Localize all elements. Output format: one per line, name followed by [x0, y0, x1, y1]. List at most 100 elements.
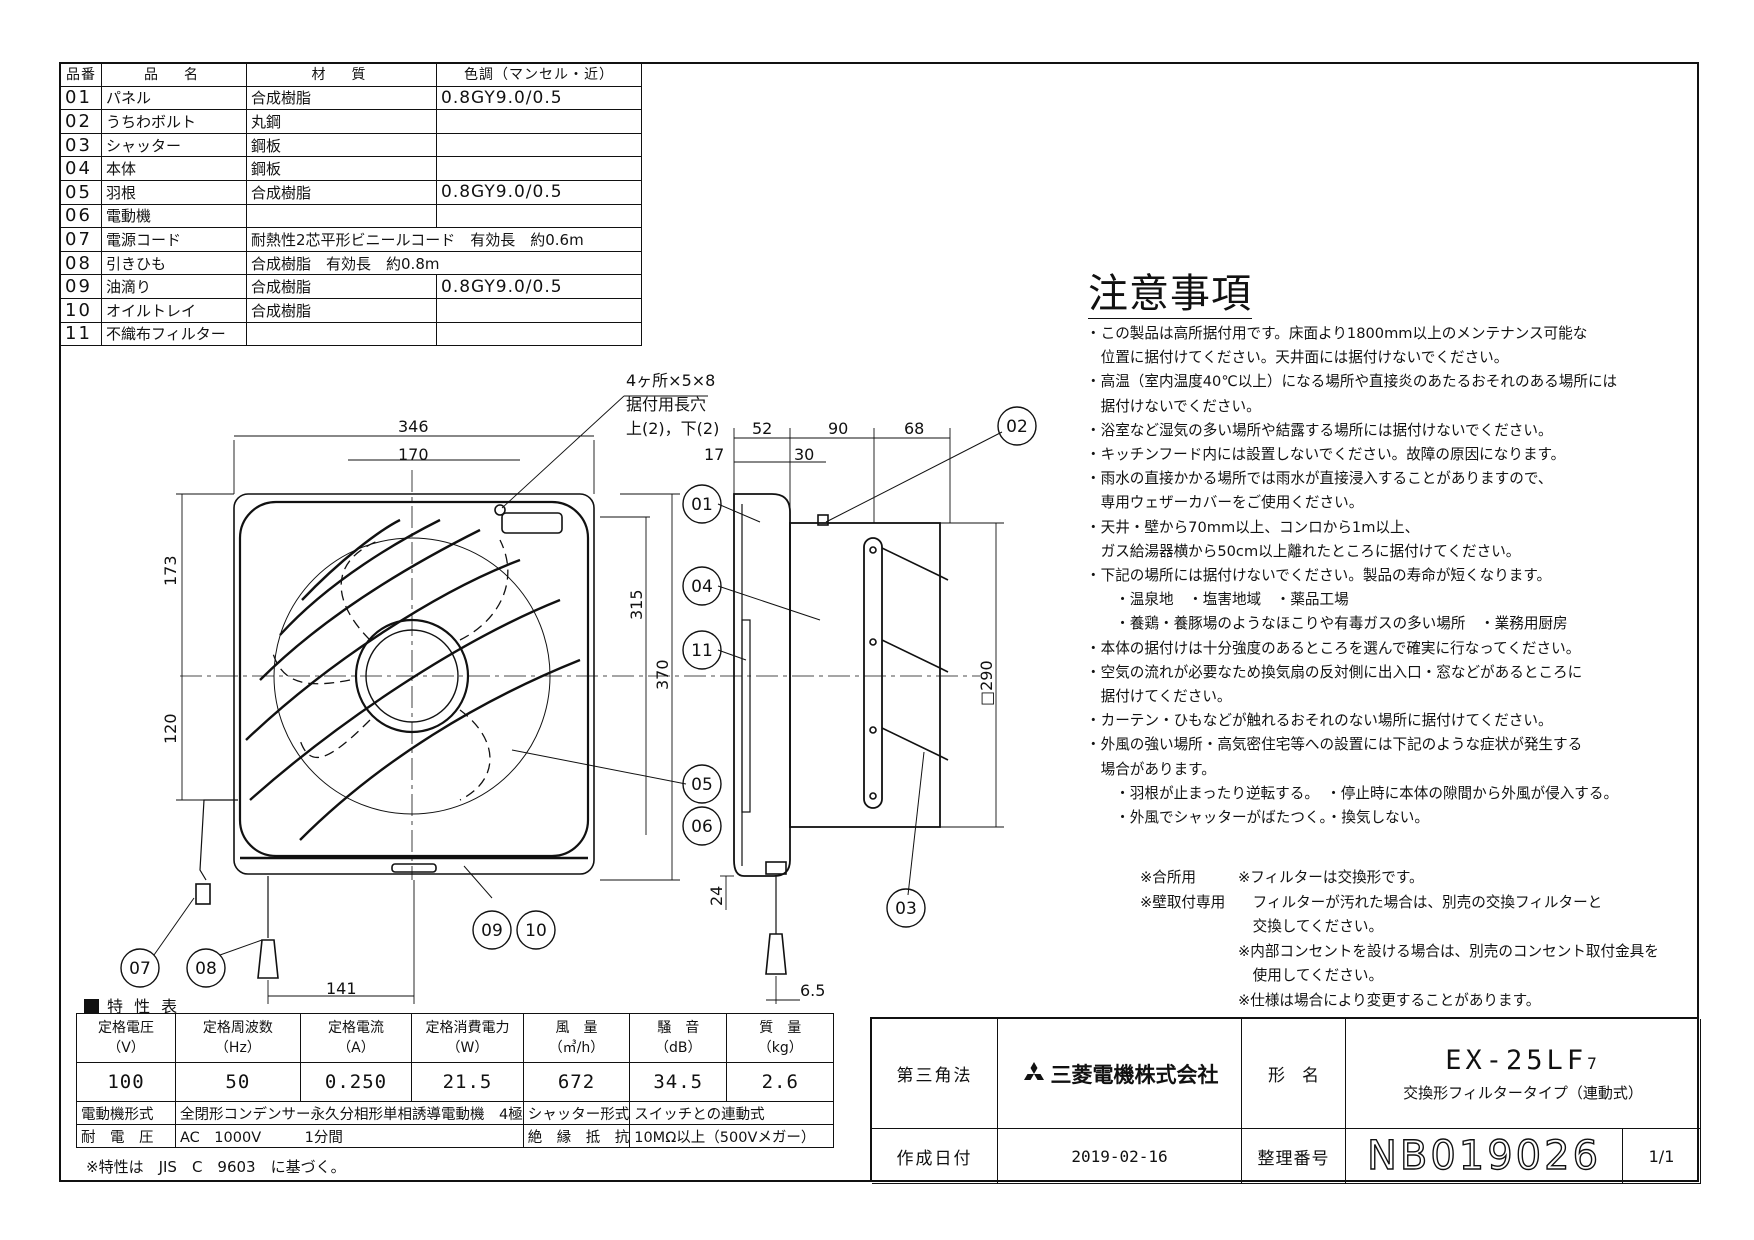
- caution-line: ・天井・壁から70mm以上、コンロから1m以上、: [1086, 518, 1420, 536]
- part-material: 鋼板: [246, 156, 437, 181]
- spec-header-label: 定格周波数: [202, 1020, 273, 1036]
- caution-line: 専用ウェザーカバーをご使用ください。: [1086, 494, 1364, 512]
- parts-header-row: 品番 品 名 材 質 色調（マンセル・近）: [60, 62, 642, 87]
- callout-11: 11: [691, 641, 713, 661]
- spec-header: 風 量 （㎥/h）: [522, 1013, 631, 1063]
- spec-header-unit: （dB）: [654, 1040, 702, 1056]
- part-color: 0.8GY9.0/0.5: [436, 85, 642, 111]
- spec-value: 0.250: [299, 1062, 413, 1102]
- dim-315: 315: [627, 589, 646, 620]
- part-name: パネル: [101, 85, 247, 111]
- parts-header-name: 品 名: [101, 62, 247, 87]
- dim-141: 141: [326, 979, 357, 998]
- model-cell: EX-25LF7 交換形フィルタータイプ（連動式）: [1346, 1019, 1701, 1129]
- spec-header-label: 風 量: [555, 1020, 598, 1036]
- note-text: フィルターが汚れた場合は、別売の交換フィルターと: [1238, 893, 1603, 911]
- note-label: [1140, 989, 1238, 1014]
- callout-05: 05: [691, 775, 713, 795]
- model-label: 形 名: [1242, 1019, 1346, 1129]
- caution-line: ・温泉地 ・塩害地域 ・薬品工場: [1086, 591, 1349, 609]
- hole-note-2: 据付用長穴: [626, 395, 706, 414]
- spec-header-unit: （kg）: [757, 1040, 803, 1056]
- note-row: ※仕様は場合により変更することがあります。: [1140, 989, 1659, 1014]
- part-number: 02: [60, 109, 102, 134]
- part-name: 引きひも: [101, 250, 247, 276]
- spec-footnote: ※特性は JIS C 9603 に基づく。: [86, 1158, 346, 1176]
- spec-header-unit: （㎥/h）: [548, 1040, 605, 1056]
- part-material: 丸鋼: [246, 109, 437, 134]
- company-name: 三菱電機株式会社: [998, 1019, 1242, 1129]
- spec-header-label: 騒 音: [657, 1020, 700, 1036]
- part-material: 耐熱性2芯平形ビニールコード 有効長 約0.6m: [246, 227, 642, 252]
- part-material: 合成樹脂: [246, 274, 437, 299]
- date-value: 2019-02-16: [998, 1129, 1242, 1184]
- date-label: 作成日付: [872, 1129, 998, 1184]
- part-material: 合成樹脂 有効長 約0.8m: [246, 250, 642, 276]
- drawing-frame: [59, 62, 1699, 1182]
- caution-line: ・羽根が止まったり逆転する。 ・停止時に本体の隙間から外風が侵入する。: [1086, 784, 1619, 802]
- dim-half: 170: [398, 445, 429, 464]
- spec-header: 定格電流（A）: [299, 1013, 413, 1063]
- spec-header: 騒 音 （dB）: [629, 1013, 728, 1063]
- callout-03: 03: [895, 899, 917, 919]
- spec-header-unit: （V）: [107, 1040, 145, 1056]
- part-color: [436, 321, 642, 347]
- mitsubishi-logo-icon: [1021, 1061, 1047, 1086]
- fan-blades: [271, 539, 509, 801]
- spec-header-unit: （W）: [446, 1040, 489, 1056]
- number-label: 整理番号: [1242, 1129, 1346, 1184]
- part-color: 0.8GY9.0/0.5: [436, 274, 642, 299]
- sheet-number: 1/1: [1623, 1129, 1701, 1184]
- spec-title: 特 性 表: [84, 993, 180, 1017]
- note-row: ※合所用 ※フィルターは交換形です。: [1140, 866, 1659, 891]
- note-text: ※フィルターは交換形です。: [1238, 869, 1424, 886]
- side-view: [733, 493, 949, 975]
- title-block: 第三角法 三菱電機株式会社 形 名 EX-25LF7 交換形フィルタータイプ（連…: [870, 1017, 1701, 1184]
- dim-290: □290: [977, 660, 996, 706]
- note-text: ※仕様は場合により変更することがあります。: [1238, 991, 1541, 1009]
- callout-09: 09: [481, 921, 503, 941]
- note-text: 使用してください。: [1238, 967, 1384, 984]
- caution-line: 位置に据付けてください。天井面には据付けないでください。: [1086, 349, 1509, 367]
- callout-04: 04: [691, 577, 713, 597]
- hole-note-1: 4ヶ所×5×8: [626, 371, 715, 390]
- caution-list: ・この製品は高所据付用です。床面より1800mm以上のメンテナンス可能な 位置に…: [1086, 322, 1618, 830]
- part-color: [436, 156, 642, 181]
- spec-header-label: 質 量: [759, 1020, 802, 1036]
- note-row: 交換してください。: [1140, 915, 1659, 940]
- projection-label: 第三角法: [872, 1019, 998, 1129]
- dim-6-5: 6.5: [800, 981, 825, 1000]
- spec-value: 100: [76, 1062, 176, 1102]
- caution-line: ・カーテン・ひもなどが触れるおそれのない場所に据付けてください。: [1086, 712, 1553, 730]
- note-text: 交換してください。: [1238, 918, 1384, 935]
- caution-line: ガス給湯器横から50cm以上離れたところに据付けてください。: [1086, 542, 1521, 560]
- note-label: ※壁取付専用: [1140, 893, 1226, 911]
- caution-line: ・空気の流れが必要なため換気扇の反対側に出入口・窓などがあるところに: [1086, 663, 1583, 681]
- dim-370: 370: [653, 659, 672, 690]
- caution-line: ・養鶏・養豚場のようなほこりや有毒ガスの多い場所 ・業務用厨房: [1086, 615, 1568, 633]
- caution-line: ・浴室など湿気の多い場所や結露する場所には据付けないでください。: [1086, 421, 1553, 439]
- part-name: 不織布フィルター: [101, 321, 247, 347]
- note-label: ※合所用: [1140, 869, 1197, 886]
- shutter-value: スイッチとの連動式: [629, 1101, 835, 1125]
- model-name: EX-25LF7: [1445, 1044, 1601, 1076]
- caution-line: ・外風でシャッターがばたつく。・換気しない。: [1086, 809, 1429, 827]
- callout-10: 10: [525, 921, 547, 941]
- oil-tray-handle: [391, 863, 437, 873]
- callout-01: 01: [691, 495, 713, 515]
- spec-motor-row: 電動機形式全閉形コンデンサー永久分相形単相誘導電動機 4極シャッター形式スイッチ…: [76, 1101, 835, 1125]
- dim-17: 17: [704, 445, 724, 464]
- spec-header-row: 定格電圧（V）定格周波数（Hz）定格電流（A）定格消費電力（W）風 量（㎥/h）…: [76, 1013, 835, 1063]
- spec-value: 2.6: [726, 1062, 835, 1102]
- company-text: 三菱電機株式会社: [1050, 1062, 1219, 1087]
